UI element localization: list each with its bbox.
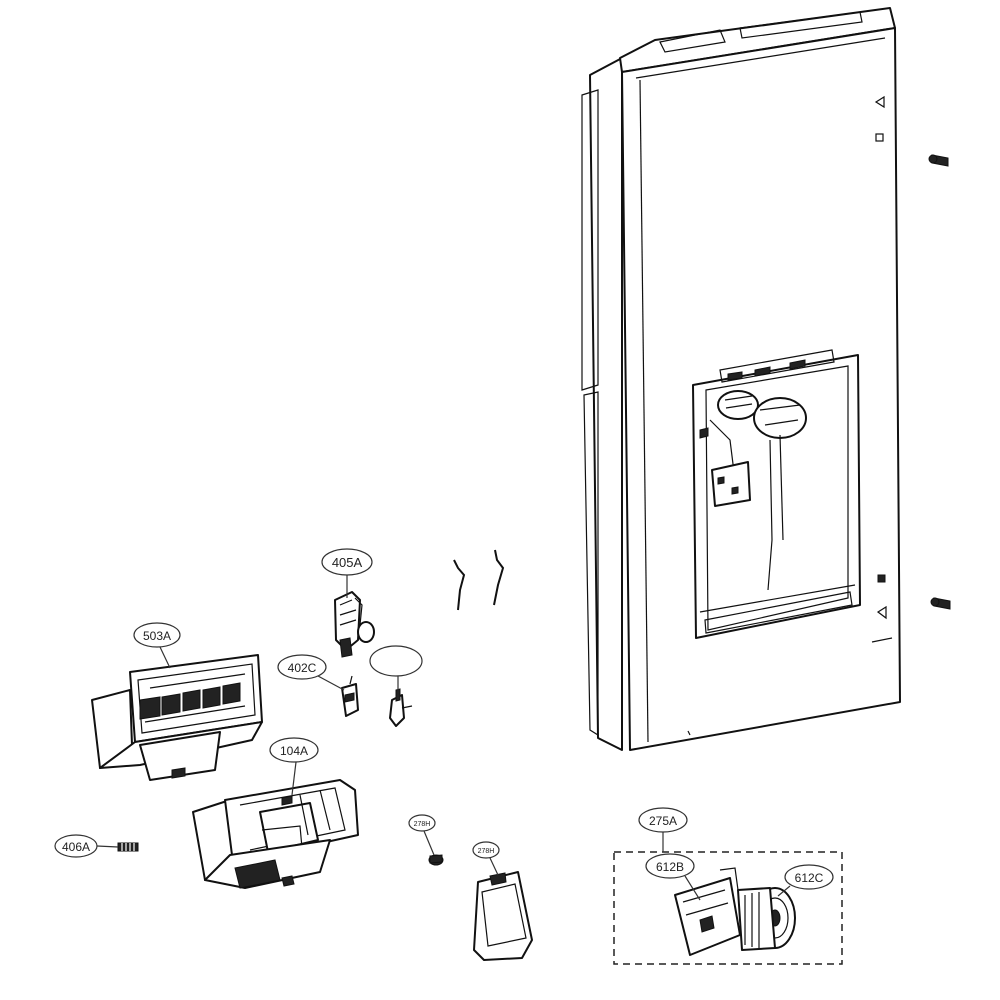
part-405A-actuator [334, 591, 375, 658]
callout-275A-label: 275A [649, 814, 677, 828]
refrigerator-door [581, 7, 901, 751]
callout-278H-small-label: 278H [414, 821, 431, 828]
callout-278H-small: 278H [408, 814, 436, 856]
callout-278H-cover: 278H [472, 841, 500, 876]
unlabeled-pin-part [389, 688, 413, 727]
callout-402C: 402C [277, 654, 345, 691]
door-screw-upper [928, 154, 949, 167]
callout-405A: 405A [321, 548, 373, 598]
callout-104A: 104A [269, 737, 319, 796]
callout-278H-cover-label: 278H [478, 848, 495, 855]
part-278H-cover [473, 871, 533, 961]
callout-612B-label: 612B [656, 860, 684, 874]
callout-612C: 612C [777, 864, 834, 897]
part-402C-bracket [341, 675, 359, 717]
part-278H-button [428, 854, 444, 866]
callout-275A: 275A [638, 807, 688, 852]
callout-406A: 406A [54, 834, 119, 858]
part-406A-fastener [117, 842, 139, 852]
callout-unlabeled [369, 645, 423, 690]
callout-612C-label: 612C [795, 871, 824, 885]
part-503A-control-panel [91, 654, 263, 781]
door-screw-lower [930, 597, 951, 610]
callout-503A: 503A [133, 622, 181, 669]
callout-402C-label: 402C [288, 661, 317, 675]
callout-104A-label: 104A [280, 744, 308, 758]
callout-503A-label: 503A [143, 629, 171, 643]
callout-612B: 612B [645, 853, 701, 901]
wire-springs [453, 549, 505, 611]
part-104A-dispenser-housing [192, 779, 359, 889]
callout-405A-label: 405A [332, 555, 363, 570]
part-275A-assembly-group [613, 851, 843, 965]
callout-406A-label: 406A [62, 840, 90, 854]
